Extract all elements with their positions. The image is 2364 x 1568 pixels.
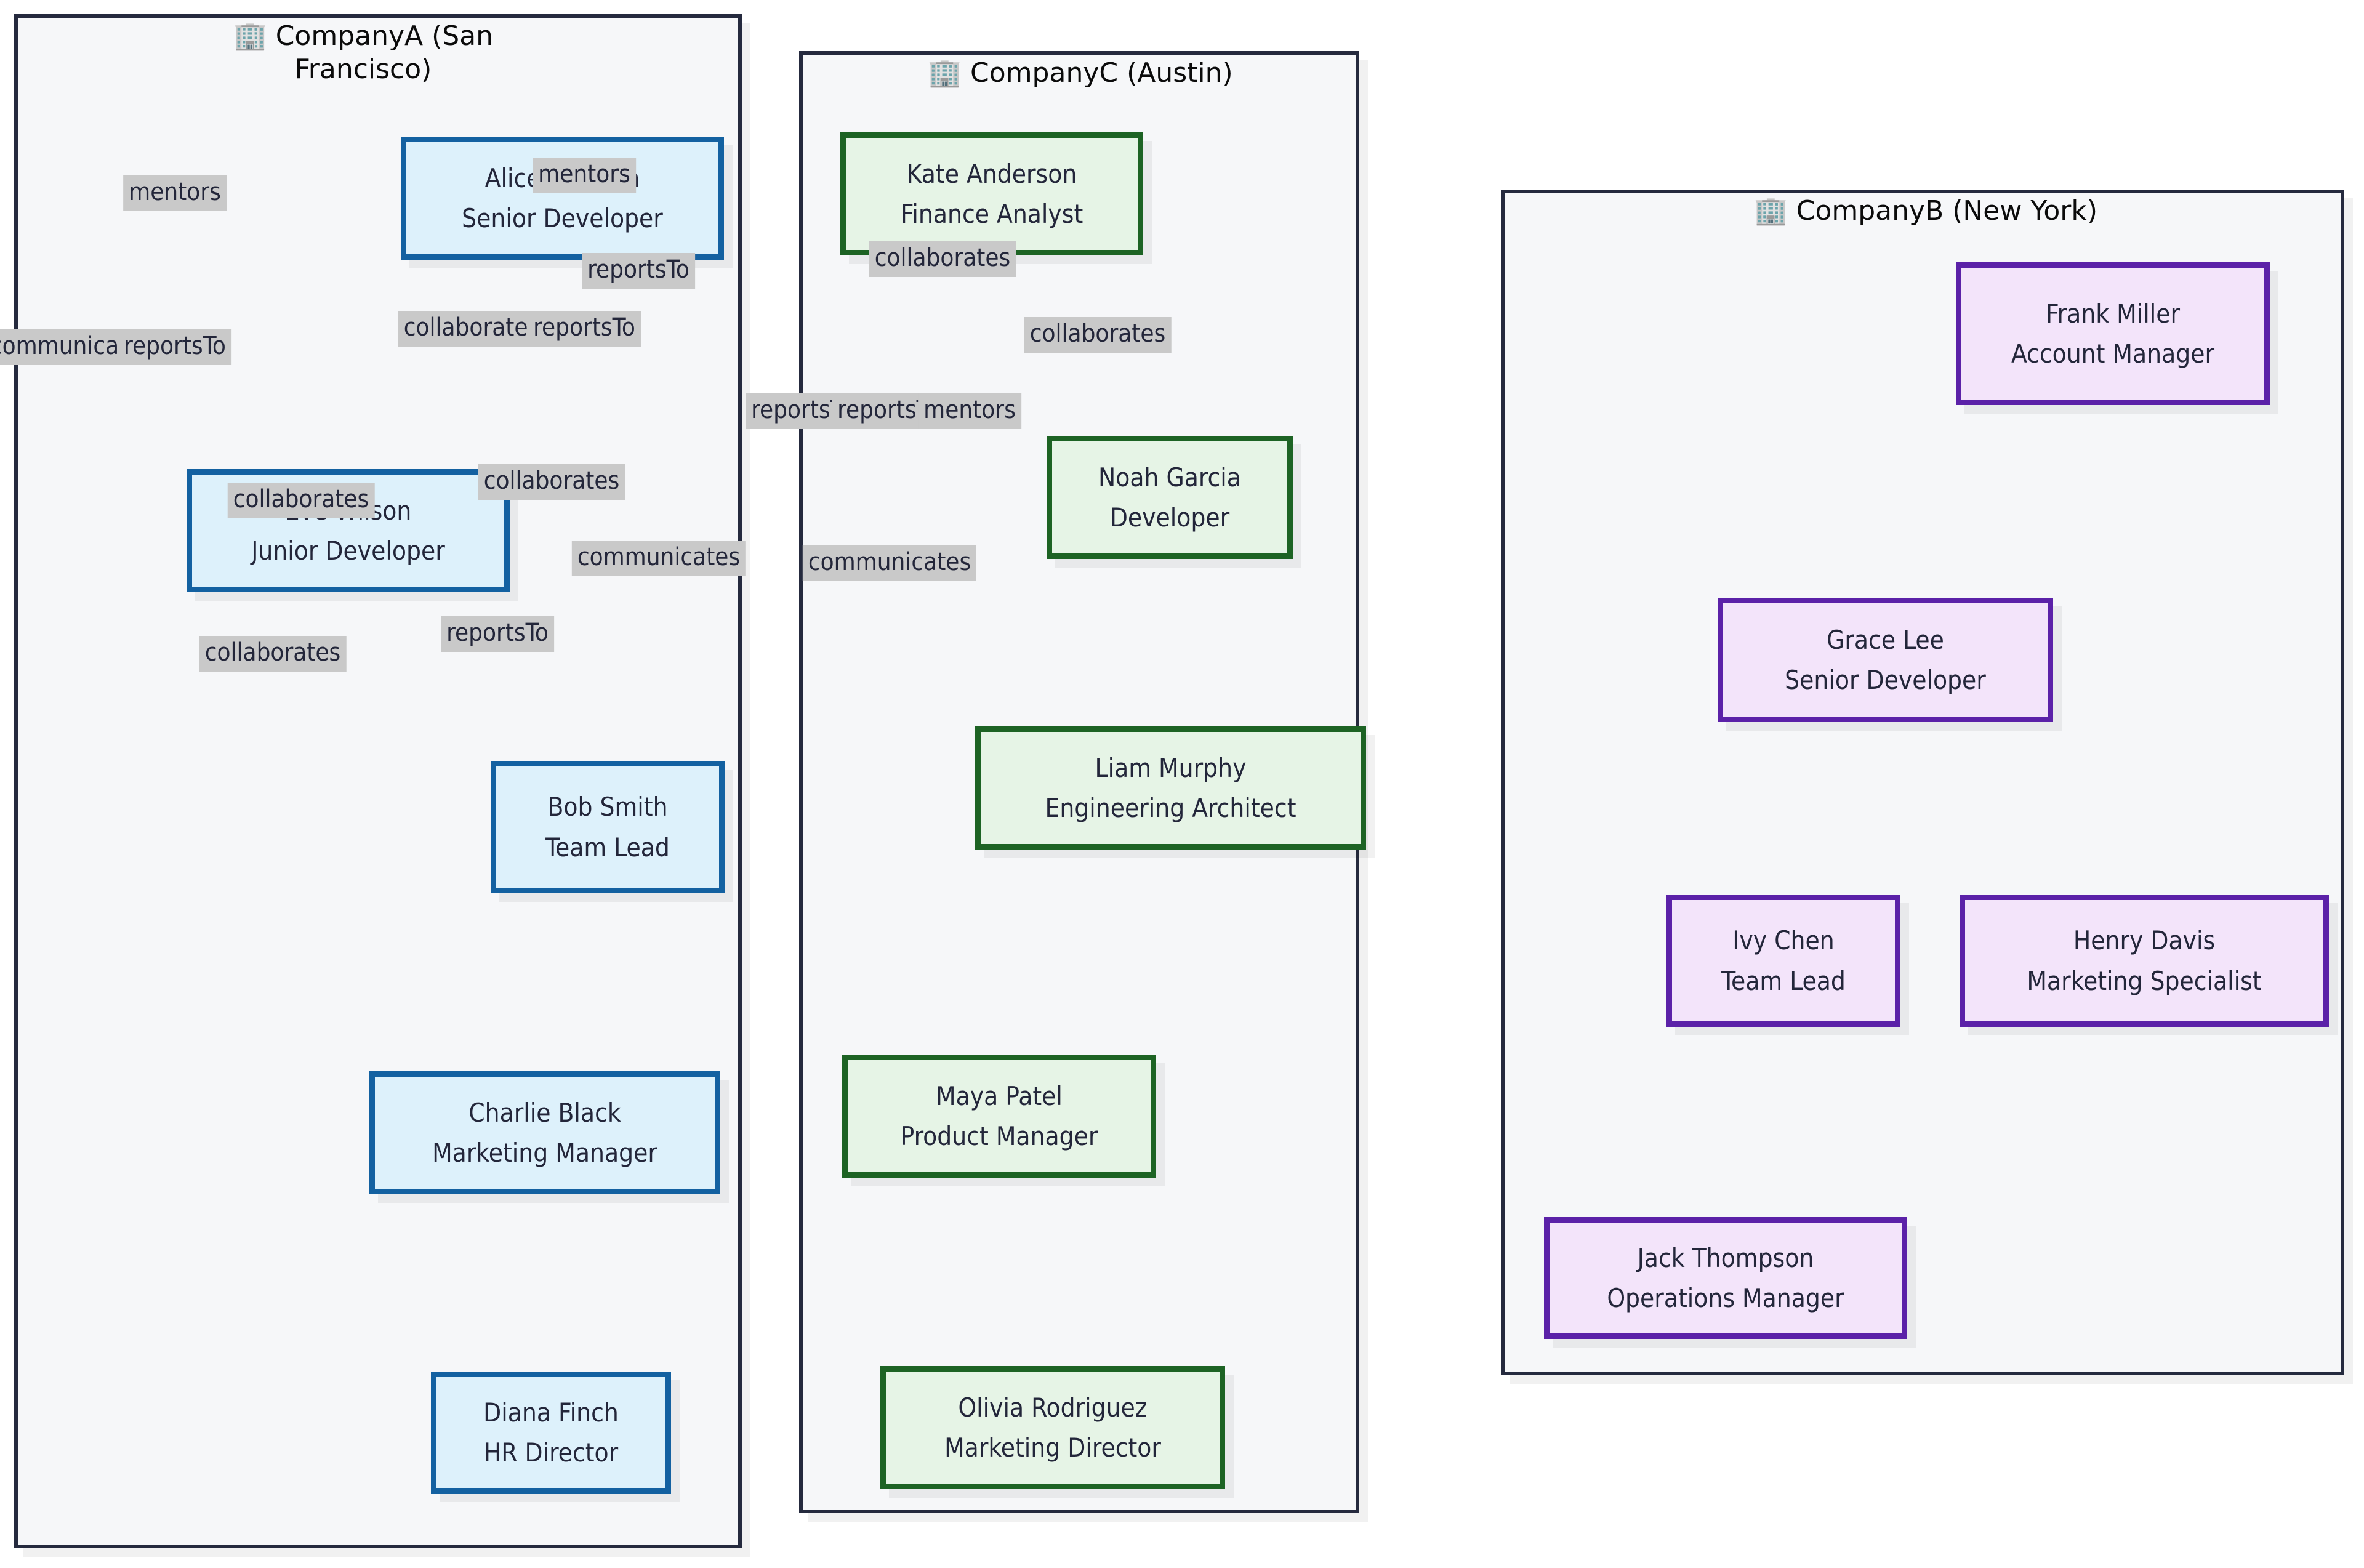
edge-label-collaborates: collaborates [398,311,545,347]
edge-label-collaborates: collaborates [478,464,625,500]
edge-label-communicates: communicates [571,541,746,576]
node-person-name: Frank Miller [2045,298,2181,329]
cluster-title-companyC: 🏢 CompanyC (Austin) [928,57,1233,89]
node-person-role: Account Manager [2011,339,2215,369]
node-person-role: Senior Developer [462,203,663,233]
edge-label-reportsTo: reportsTo [118,329,231,365]
edge-label-mentors: mentors [123,175,227,211]
node-person-name: Kate Anderson [906,158,1077,189]
node-person-role: Developer [1109,502,1230,533]
node-person-name: Bob Smith [547,792,668,822]
edge-label-reportsTo: reportsTo [441,616,554,652]
edge-label-communicates: communicates [802,545,977,581]
node-person-role: Product Manager [900,1121,1098,1151]
edge-label-communicates: communicates [0,329,159,365]
edge-label-collaborates: collaborates [869,241,1016,277]
cluster-title-companyB: 🏢 CompanyB (New York) [1753,195,2098,227]
node-person-role: Marketing Specialist [2027,965,2262,996]
node-person-role: Finance Analyst [900,199,1084,229]
edge-label-reportsTo: reportsTo [528,311,641,347]
edge-label-reportsTo: reportsTo [582,253,695,289]
node-person-role: Team Lead [545,832,670,862]
node-person-role: Marketing Director [944,1433,1161,1463]
edge-label-collaborates: collaborates [1024,317,1172,353]
edge-label-mentors: mentors [918,393,1021,429]
edge-label-mentors: mentors [533,158,636,193]
node-person-name: Liam Murphy [1095,752,1247,783]
cluster-title-companyA: 🏢 CompanyA (San Francisco) [233,20,494,85]
node-person-role: Senior Developer [1785,665,1986,695]
edge-label-collaborates: collaborates [227,483,375,518]
node-diana[interactable]: Diana Finch HR Director [431,1372,671,1494]
node-person-role: HR Director [483,1437,619,1468]
node-person-name: Charlie Black [468,1097,621,1128]
node-person-name: Jack Thompson [1637,1242,1814,1273]
node-person-name: Olivia Rodriguez [958,1392,1148,1423]
node-person-name: Henry Davis [2073,925,2216,956]
node-person-role: Junior Developer [251,536,445,566]
node-person-role: Team Lead [1721,965,1846,996]
node-alice[interactable]: Alice JohnsonSenior Developer [401,137,724,260]
node-person-name: Noah Garcia [1098,462,1241,493]
node-person-name: Grace Lee [1827,624,1944,655]
node-person-name: Ivy Chen [1732,925,1835,956]
node-person-role: Operations Manager [1607,1283,1844,1313]
node-person-role: Marketing Manager [432,1138,657,1168]
node-person-name: Diana Finch [483,1397,619,1428]
node-person-name: Maya Patel [936,1080,1063,1111]
edge-label-collaborates: collaborates [199,636,347,672]
node-person-role: Engineering Architect [1045,793,1297,823]
